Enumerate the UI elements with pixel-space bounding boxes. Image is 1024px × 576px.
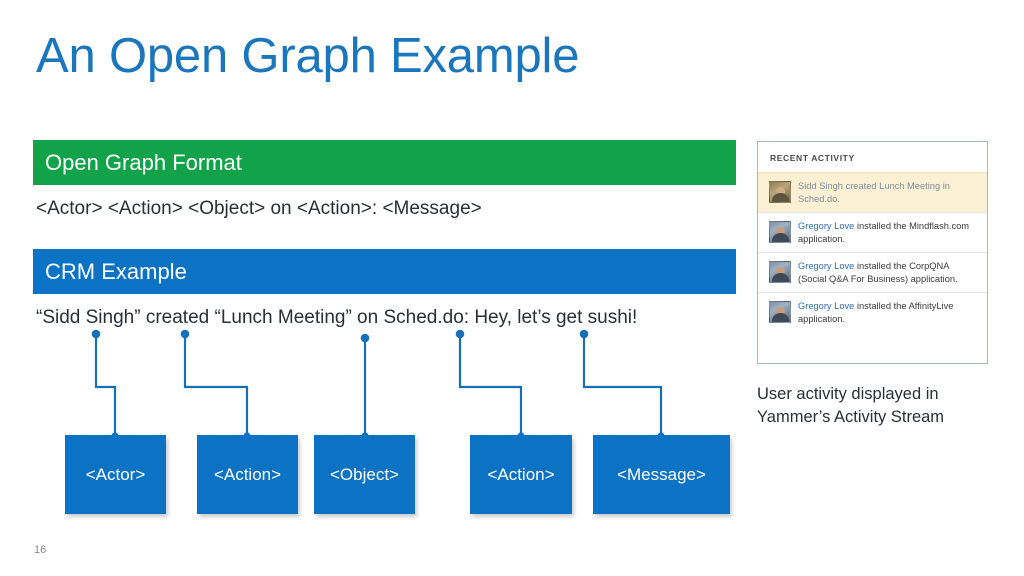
connector-dot-action-2 (455, 329, 465, 339)
activity-item[interactable]: Sidd Singh created Lunch Meeting in Sche… (758, 172, 987, 212)
page-title: An Open Graph Example (36, 29, 580, 83)
activity-item[interactable]: Gregory Love installed the Mindflash.com… (758, 212, 987, 252)
avatar-icon (769, 301, 791, 323)
connector-path-action-1 (183, 337, 249, 435)
connector-path-message (582, 337, 663, 435)
activity-item-body: installed the Mindflash.com application. (798, 221, 970, 244)
token-box-label: <Object> (330, 464, 399, 484)
activity-item-text: Gregory Love installed the CorpQNA (Soci… (798, 260, 977, 285)
token-box-message: <Message> (593, 435, 730, 514)
section-header-open-graph-format: Open Graph Format (33, 140, 736, 185)
connector-dot-message (579, 329, 589, 339)
connector-path-actor (94, 337, 117, 435)
activity-item[interactable]: Gregory Love installed the CorpQNA (Soci… (758, 252, 987, 292)
recent-activity-panel: RECENT ACTIVITY Sidd Singh created Lunch… (757, 141, 988, 364)
open-graph-format-text: <Actor> <Action> <Object> on <Action>: <… (36, 198, 482, 219)
page-number: 16 (34, 544, 47, 556)
activity-item-body: installed the CorpQNA (Social Q&A For Bu… (798, 261, 958, 284)
recent-activity-header: RECENT ACTIVITY (770, 153, 855, 163)
activity-panel-caption: User activity displayed in Yammer’s Acti… (757, 385, 945, 426)
activity-item-body: created Lunch Meeting in Sched.do. (798, 181, 950, 204)
activity-actor-link[interactable]: Gregory Love (798, 221, 855, 231)
section-header-label: Open Graph Format (45, 149, 242, 175)
activity-actor-link[interactable]: Gregory Love (798, 301, 855, 311)
token-box-actor: <Actor> (65, 435, 166, 514)
token-box-label: <Message> (617, 464, 706, 484)
activity-actor-link[interactable]: Gregory Love (798, 261, 855, 271)
avatar-icon (769, 261, 791, 283)
activity-actor-link[interactable]: Sidd Singh (798, 181, 843, 191)
section-header-crm-example: CRM Example (33, 249, 736, 294)
activity-item-text: Gregory Love installed the AffinityLive … (798, 300, 977, 325)
token-box-label: <Action> (487, 464, 555, 484)
connector-dot-action-1 (180, 329, 190, 339)
activity-item[interactable]: Gregory Love installed the AffinityLive … (758, 292, 987, 332)
token-box-action-2: <Action> (470, 435, 572, 514)
section-header-label: CRM Example (45, 258, 187, 284)
connector-dot-object (360, 333, 370, 343)
avatar-icon (769, 181, 791, 203)
crm-example-sentence: “Sidd Singh” created “Lunch Meeting” on … (36, 307, 638, 328)
connector-path-action-2 (458, 337, 523, 435)
token-box-action-1: <Action> (197, 435, 298, 514)
token-box-object: <Object> (314, 435, 415, 514)
avatar-icon (769, 221, 791, 243)
token-box-label: <Action> (213, 464, 282, 484)
connector-dot-actor (91, 329, 101, 339)
activity-item-text: Sidd Singh created Lunch Meeting in Sche… (798, 180, 977, 205)
activity-item-text: Gregory Love installed the Mindflash.com… (798, 220, 977, 245)
activity-item-body: installed the AffinityLive application. (798, 301, 954, 324)
token-box-label: <Actor> (85, 464, 146, 484)
